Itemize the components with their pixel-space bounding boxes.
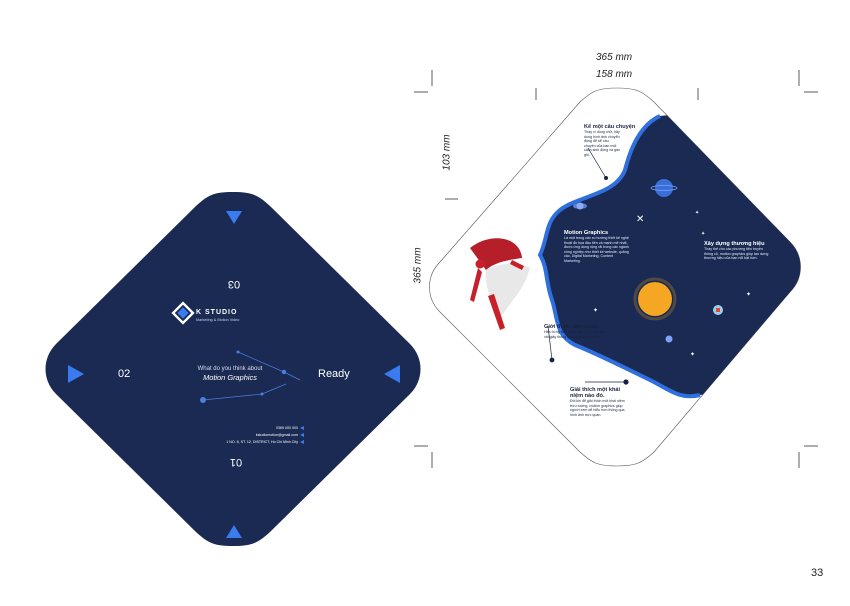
section-story-title: Kể một câu chuyện: [584, 124, 636, 130]
sun-icon: [638, 282, 672, 316]
crop-marks: [414, 70, 818, 468]
triangle-right-icon: [68, 365, 84, 383]
section-explain-title: Giải thích một khái niệm nào đó.: [570, 387, 621, 399]
svg-text:✦: ✦: [746, 291, 751, 298]
constellation-lines: [202, 351, 301, 401]
triangle-up-icon: [226, 211, 242, 224]
section-product-body: Hiểu từng tính năng sản phẩm chỉ qua vài…: [544, 330, 606, 339]
contact-list: 0369 000 000 kstudiomotion@gmail.com 1 N…: [212, 425, 298, 446]
section-motion-title: Motion Graphics: [564, 230, 609, 236]
callout-dot-2: [549, 357, 555, 363]
rocket-icon: [713, 305, 723, 315]
planet-small-icon: [665, 335, 673, 343]
svg-text:✦: ✦: [701, 231, 705, 237]
mail-icon: [300, 433, 304, 437]
dot-right: [281, 369, 287, 375]
callout-dot-1: [604, 176, 608, 180]
contact-phone: 0369 000 000: [276, 426, 298, 430]
dot-mid: [260, 392, 264, 396]
section-motion-body: Là một trong các xu hướng thiết kế nghệ …: [564, 236, 629, 263]
superhero-illustration: [470, 238, 530, 330]
phone-icon: [300, 426, 304, 430]
dot-left: [200, 397, 206, 403]
dim-height-total: 365 mm: [412, 247, 424, 284]
section-explain-body: Đôi khi để giải thích một khái niệm trừu…: [570, 399, 625, 417]
question-line1: What do you think about: [197, 366, 263, 372]
callout-lines: [547, 147, 626, 383]
svg-text:✕: ✕: [636, 214, 644, 225]
left-card-body: [45, 192, 421, 546]
dim-width-total: 365 mm: [596, 52, 633, 63]
location-icon: [300, 440, 304, 444]
stars: ✕ ✦ ✦ ✦ ✦ ✦: [593, 210, 751, 358]
space-edge: [537, 114, 701, 399]
label-left: 02: [118, 368, 131, 380]
section-explain: Giải thích một khái niệm nào đó. Đôi khi…: [570, 387, 632, 417]
section-product-title: Giới thiệu sản phẩm: [544, 324, 599, 330]
dim-width-flap: 158 mm: [596, 69, 633, 80]
svg-text:✦: ✦: [690, 351, 695, 358]
svg-text:✦: ✦: [695, 210, 699, 216]
section-product: Giới thiệu sản phẩm Hiểu từng tính năng …: [544, 324, 606, 339]
callout-dot-3: [623, 379, 629, 385]
contact-email: kstudiomotion@gmail.com: [255, 433, 298, 437]
dot-top: [236, 350, 240, 354]
planet-blue-icon: [655, 179, 673, 197]
svg-text:✦: ✦: [593, 307, 598, 314]
logo-brand: K STUDIO: [196, 309, 238, 316]
section-brand-body: Thay thế cho các phương tiện truyền thôn…: [704, 247, 769, 261]
question-line2: Motion Graphics: [203, 373, 257, 382]
section-motion: Motion Graphics Là một trong các xu hướn…: [564, 230, 630, 264]
logo-tagline: Marketing & Motion Video: [196, 318, 240, 322]
triangle-left-icon: [384, 365, 400, 383]
section-brand-title: Xây dựng thương hiệu: [704, 241, 765, 247]
page-number: 33: [811, 567, 824, 579]
section-story: Kể một câu chuyện Thay vì dùng chữ, hãy …: [584, 124, 644, 158]
dim-height-flap: 103 mm: [441, 134, 453, 171]
label-right: Ready: [318, 368, 350, 380]
section-story-body: Thay vì dùng chữ, hãy dùng hình ảnh chuy…: [584, 130, 620, 157]
section-brand: Xây dựng thương hiệu Thay thế cho các ph…: [704, 241, 770, 261]
contact-address: 1 NO. 8, ST. 12, DISTRICT, Ho Chi Minh C…: [226, 440, 298, 444]
triangle-down-icon: [226, 525, 242, 538]
